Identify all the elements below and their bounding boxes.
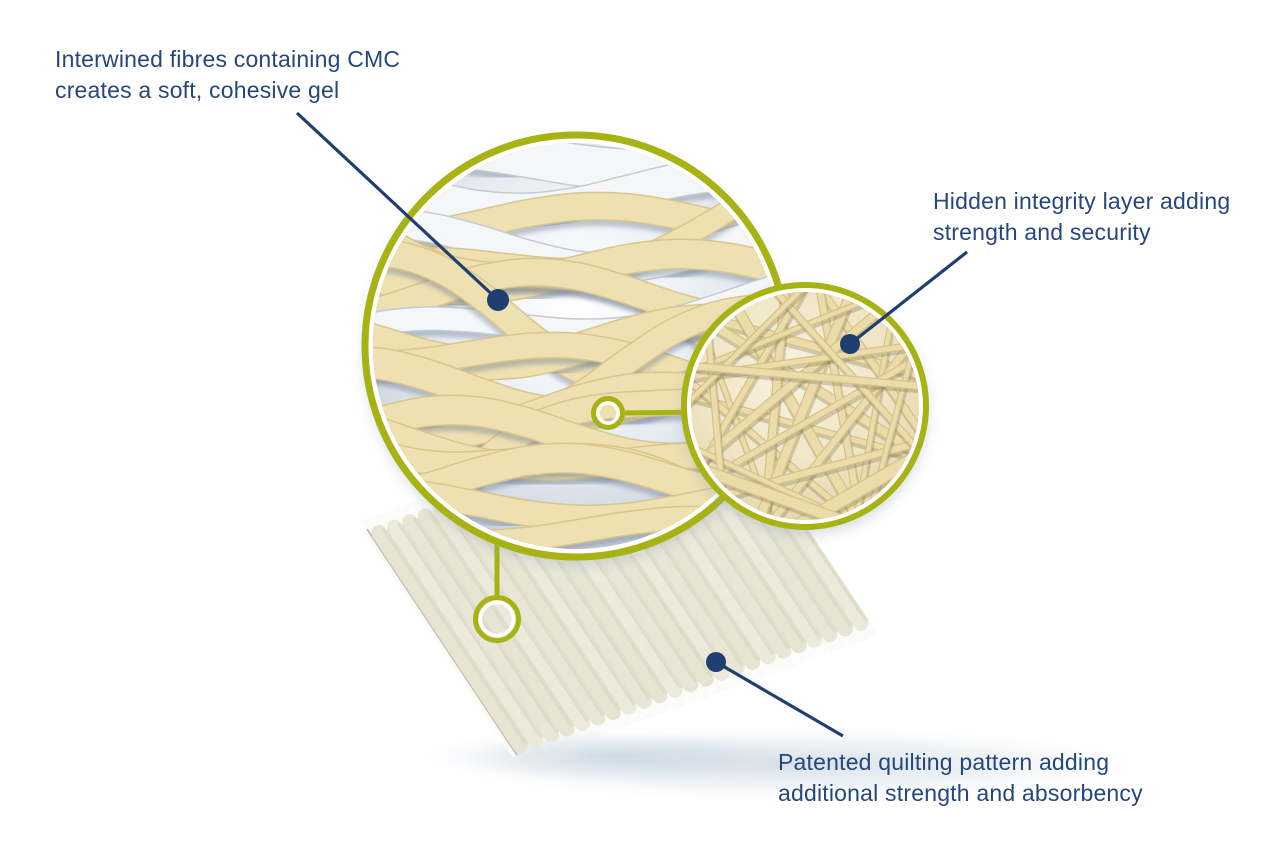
label-fibres-line1: Interwined fibres containing CMC xyxy=(55,46,401,72)
leader-lines xyxy=(295,111,968,738)
callout-dot-quilting xyxy=(706,652,726,672)
callout-dot-fibres xyxy=(487,289,509,311)
label-quilting: Patented quilting pattern adding additio… xyxy=(778,747,1143,809)
callout-dot-integrity xyxy=(840,334,860,354)
label-quilting-line2: additional strength and absorbency xyxy=(778,780,1143,806)
label-integrity-line2: strength and security xyxy=(933,219,1151,245)
label-quilting-line1: Patented quilting pattern adding xyxy=(778,749,1110,775)
sheet-callout-ring xyxy=(473,595,521,643)
integrity-pattern xyxy=(691,292,919,520)
label-fibres-line2: creates a soft, cohesive gel xyxy=(55,77,340,103)
label-integrity: Hidden integrity layer adding strength a… xyxy=(933,186,1230,248)
leader-line-integrity xyxy=(849,250,968,346)
leader-line-quilting xyxy=(715,660,844,738)
label-integrity-line1: Hidden integrity layer adding xyxy=(933,188,1231,214)
integrity-circle xyxy=(681,282,929,530)
label-fibres: Interwined fibres containing CMC creates… xyxy=(55,44,400,106)
sheet-floor-shadow-dark xyxy=(425,730,805,782)
fibre-callout-ring xyxy=(591,396,625,430)
leader-line-fibres xyxy=(295,111,500,302)
